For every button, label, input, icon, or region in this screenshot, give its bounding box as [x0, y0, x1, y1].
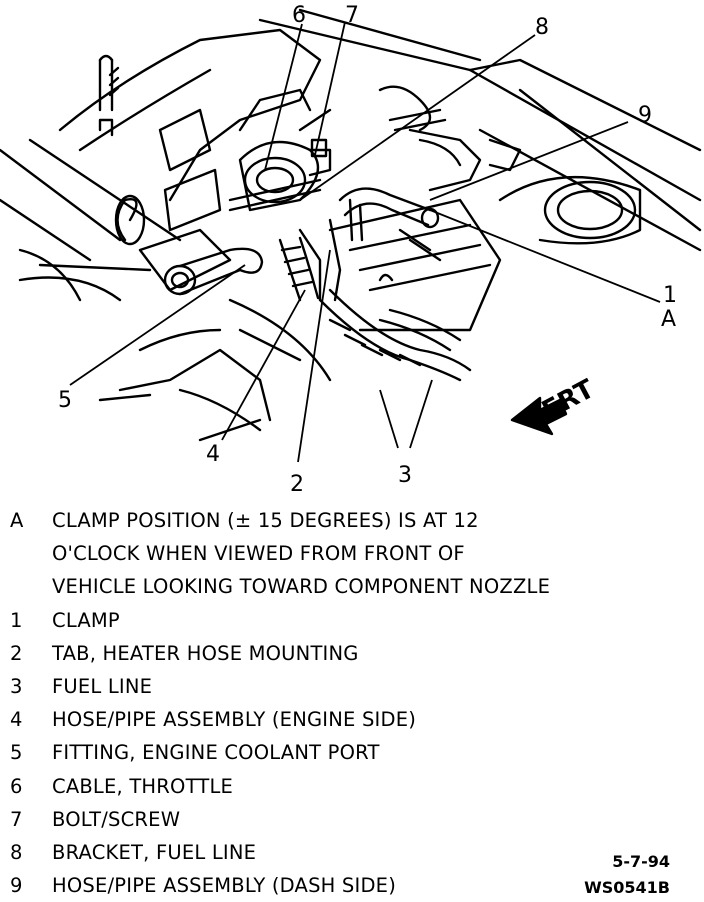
legend-key: 6 — [10, 774, 23, 798]
engine-drawing — [0, 8, 702, 442]
legend-key: 3 — [10, 675, 23, 699]
legend-text: FUEL LINE — [52, 675, 153, 699]
callout-3: 3 — [398, 463, 412, 488]
legend-text: HOSE/PIPE ASSEMBLY (ENGINE SIDE) — [52, 708, 417, 732]
figure-stamp: 5-7-94 WS0541B — [584, 849, 670, 901]
legend-text: FITTING, ENGINE COOLANT PORT — [52, 741, 380, 765]
callout-8: 8 — [535, 15, 549, 40]
callout-5: 5 — [58, 388, 72, 413]
legend-key: 8 — [10, 841, 23, 865]
legend-text: TAB, HEATER HOSE MOUNTING — [52, 641, 359, 665]
legend-text: CLAMP POSITION (± 15 DEGREES) IS AT 12 — [52, 509, 479, 532]
legend-item: 1 CLAMP — [10, 604, 630, 637]
legend-key: A — [10, 509, 24, 532]
legend-item: 6 CABLE, THROTTLE — [10, 770, 630, 803]
legend-text: BOLT/SCREW — [52, 807, 181, 831]
figure-date: 5-7-94 — [612, 852, 670, 871]
legend-key: 7 — [10, 807, 23, 831]
callout-labels: 6 7 8 9 1 A 5 4 2 3 FRT — [58, 3, 677, 497]
legend: A CLAMP POSITION (± 15 DEGREES) IS AT 12… — [10, 504, 630, 902]
callout-a: A — [661, 307, 676, 332]
legend-item: 7 BOLT/SCREW — [10, 803, 630, 836]
legend-item: 2 TAB, HEATER HOSE MOUNTING — [10, 637, 630, 670]
legend-item: 5 FITTING, ENGINE COOLANT PORT — [10, 736, 630, 769]
legend-item: 3 FUEL LINE — [10, 670, 630, 703]
legend-note-a-continued: O'CLOCK WHEN VIEWED FROM FRONT OF — [52, 542, 465, 566]
callout-6: 6 — [292, 3, 306, 28]
legend-item: 9 HOSE/PIPE ASSEMBLY (DASH SIDE) — [10, 869, 630, 902]
legend-key: 1 — [10, 608, 23, 632]
leader-lines — [69, 21, 661, 463]
legend-note-a: A CLAMP POSITION (± 15 DEGREES) IS AT 12 — [10, 504, 630, 537]
callout-7: 7 — [345, 3, 359, 28]
legend-item: 8 BRACKET, FUEL LINE — [10, 836, 630, 869]
legend-note-a-continued: VEHICLE LOOKING TOWARD COMPONENT NOZZLE — [52, 575, 551, 599]
callout-2: 2 — [290, 472, 304, 497]
legend-text: HOSE/PIPE ASSEMBLY (DASH SIDE) — [52, 874, 397, 898]
legend-text: CLAMP — [52, 608, 120, 632]
legend-key: 2 — [10, 641, 23, 665]
figure-code: WS0541B — [584, 878, 670, 897]
frt-label: FRT — [537, 374, 599, 426]
legend-text: BRACKET, FUEL LINE — [52, 841, 257, 865]
legend-key: 9 — [10, 874, 23, 898]
callout-4: 4 — [206, 442, 220, 467]
engine-diagram: 6 7 8 9 1 A 5 4 2 3 FRT — [0, 3, 702, 497]
legend-text: CABLE, THROTTLE — [52, 774, 234, 798]
legend-item: 4 HOSE/PIPE ASSEMBLY (ENGINE SIDE) — [10, 703, 630, 736]
callout-9: 9 — [638, 103, 652, 128]
legend-key: 4 — [10, 708, 23, 732]
callout-1: 1 — [663, 283, 677, 308]
legend-key: 5 — [10, 741, 23, 765]
